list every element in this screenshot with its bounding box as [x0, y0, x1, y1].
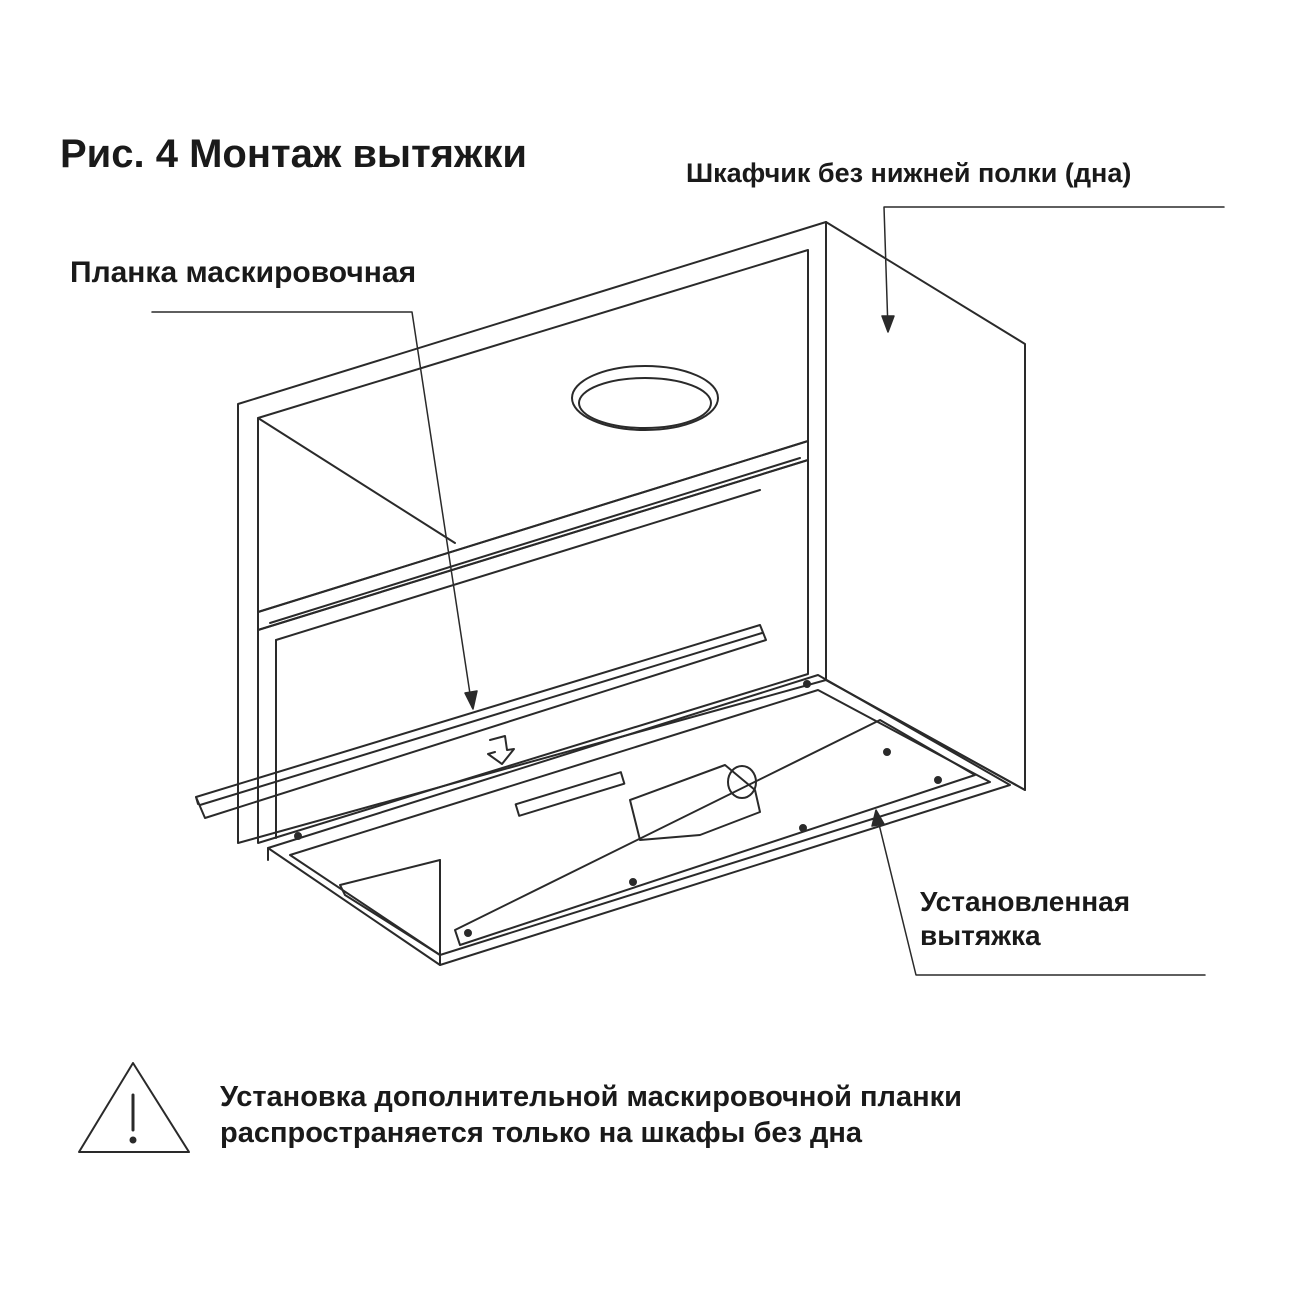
warning-note: Установка дополнительной маскировочной п… — [220, 1079, 962, 1151]
screw — [799, 824, 807, 832]
warning-note-line2: распространяется только на шкафы без дна — [220, 1117, 863, 1149]
hood-filter-panel — [454, 719, 976, 946]
warning-note-line1: Установка дополнительной маскировочной п… — [220, 1081, 962, 1113]
hood-control-strip — [514, 771, 626, 817]
leader-strip — [151, 311, 473, 708]
hood — [267, 674, 1011, 966]
cabinet-front-frame — [237, 221, 827, 844]
label-installed-hood: Установленная вытяжка — [920, 885, 1130, 953]
leader-cabinet — [883, 206, 1225, 331]
cabinet-side-panel — [825, 221, 1026, 791]
duct-opening — [571, 365, 719, 431]
hood-bottom-panel — [289, 689, 991, 956]
masking-strip-top-edge — [195, 796, 199, 805]
screw — [934, 776, 942, 784]
figure-title: Рис. 4 Монтаж вытяжки — [60, 132, 527, 176]
hood-front-edge — [267, 674, 1011, 966]
cabinet-upper-opening — [257, 249, 809, 613]
masking-strip — [195, 624, 767, 819]
masking-strip-front — [195, 624, 767, 819]
hood-motor-fan — [727, 765, 757, 799]
label-installed-hood-line1: Установленная — [920, 886, 1131, 917]
label-cabinet: Шкафчик без нижней полки (дна) — [686, 158, 1132, 188]
hood-motor-housing — [629, 764, 761, 841]
screw — [803, 680, 811, 688]
cabinet-lower-inner-top — [275, 489, 761, 641]
screw — [294, 832, 302, 840]
leader-strip-arrowhead — [464, 690, 478, 710]
hood-side-bracket — [339, 859, 441, 956]
warning-triangle-outline — [78, 1062, 190, 1153]
leader-cabinet-arrowhead — [881, 315, 895, 333]
warning-exclamation-dot — [129, 1136, 137, 1144]
label-installed-hood-line2: вытяжка — [920, 920, 1041, 951]
screw — [883, 748, 891, 756]
duct-opening-inner — [578, 377, 712, 429]
screw — [464, 929, 472, 937]
cabinet-inner-diagonal — [257, 417, 456, 544]
masking-strip-ridge — [199, 632, 763, 806]
masking-strip-arrow — [487, 735, 515, 765]
cabinet-lower-opening — [257, 459, 809, 844]
leader-hood — [875, 811, 1206, 976]
leader-lines — [151, 206, 1225, 976]
screw — [629, 878, 637, 886]
cabinet-middle-rail-inner — [269, 457, 801, 624]
cabinet — [237, 221, 1026, 844]
leader-hood-arrowhead — [871, 809, 885, 827]
warning-triangle-icon — [78, 1062, 190, 1153]
label-masking-strip: Планка маскировочная — [70, 256, 417, 289]
